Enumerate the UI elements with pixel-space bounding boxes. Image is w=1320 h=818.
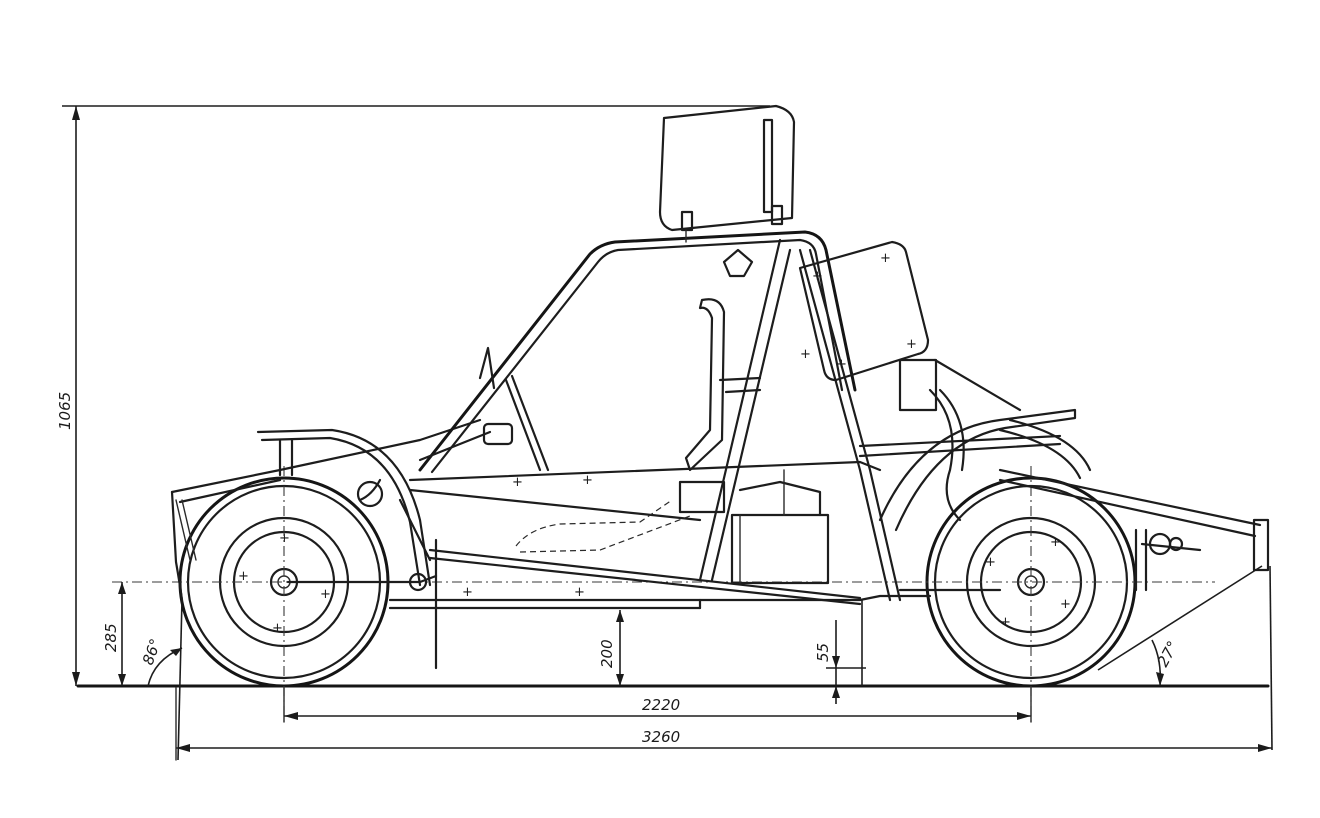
rear-clearance-dimension: 55	[814, 600, 866, 704]
svg-text:+: +	[320, 587, 331, 602]
svg-text:+: +	[582, 473, 593, 488]
svg-text:+: +	[238, 569, 249, 584]
svg-text:+: +	[1000, 615, 1011, 630]
length-dimension: 3260	[176, 728, 1272, 752]
svg-text:+: +	[812, 269, 823, 284]
length-label: 3260	[642, 728, 680, 746]
rear-fender	[878, 408, 1092, 532]
svg-text:+: +	[272, 621, 283, 636]
roll-cage	[418, 230, 857, 474]
axle-height-dimension: 285	[102, 582, 126, 686]
height-dimension: 1065	[56, 105, 770, 686]
departure-angle-dimension: 27°	[1097, 565, 1273, 751]
svg-text:+: +	[906, 337, 917, 352]
ground-clearance-dimension: 200	[598, 610, 624, 686]
front-suspension	[286, 498, 438, 592]
svg-text:+: +	[279, 531, 290, 546]
height-dimension-label: 1065	[56, 392, 74, 430]
svg-text:+: +	[800, 347, 811, 362]
steering-column	[356, 422, 514, 508]
axle-height-dimension-label: 285	[102, 623, 120, 652]
driver-seat	[515, 248, 762, 553]
engine-block	[730, 358, 1022, 585]
body-rivets: + + + +	[462, 473, 593, 600]
svg-text:+: +	[462, 585, 473, 600]
body-frame	[170, 238, 1270, 670]
svg-text:+: +	[985, 555, 996, 570]
svg-text:+: +	[1050, 535, 1061, 550]
rear-panel: + + + + +	[798, 240, 930, 382]
svg-text:+: +	[574, 585, 585, 600]
svg-text:+: +	[880, 251, 891, 266]
windshield	[658, 104, 796, 243]
rear-suspension	[898, 532, 1202, 592]
ground-clearance-label: 200	[598, 639, 616, 668]
svg-text:+: +	[836, 357, 847, 372]
rear-clearance-label: 55	[814, 643, 832, 662]
wheelbase-label: 2220	[642, 696, 680, 714]
wheelbase-dimension: 2220	[284, 696, 1031, 720]
svg-text:+: +	[512, 475, 523, 490]
departure-angle-label: 27°	[1154, 638, 1182, 670]
svg-text:+: +	[1060, 597, 1071, 612]
